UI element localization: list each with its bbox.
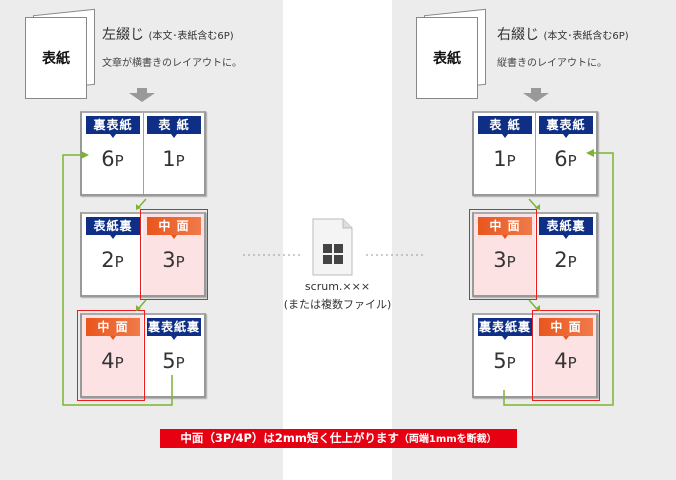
page-number: 5P [143, 349, 204, 373]
trim-highlight [469, 209, 537, 300]
page-unit: P [175, 152, 185, 170]
booklet-icon: 表紙 [416, 17, 478, 99]
title-text: 左綴じ [102, 27, 144, 43]
title-note: (本文･表紙含む6P) [148, 31, 234, 42]
right-title: 右綴じ (本文･表紙含む6P) [497, 24, 629, 44]
page-num: 5 [162, 349, 176, 373]
page-unit: P [114, 152, 124, 170]
page-5: 裏表紙裏 5P [143, 315, 204, 396]
page-unit: P [114, 354, 124, 372]
page-3: 中 面 3P [143, 214, 204, 295]
page-num: 6 [101, 147, 115, 171]
page-tag: 表紙裏 [86, 217, 140, 239]
page-num: 2 [554, 248, 568, 272]
page-unit: P [506, 354, 516, 372]
page-4: 中 面 4P [82, 315, 143, 396]
page-tag: 表紙裏 [539, 217, 593, 239]
page-tag: 中 面 [478, 217, 532, 239]
page-number: 2P [535, 248, 596, 272]
page-num: 4 [101, 349, 115, 373]
trim-notice-banner: 中面（3P/4P）は2mm短く仕上がります（両端1mmを断裁） [160, 429, 517, 448]
page-tag: 表 紙 [478, 116, 532, 138]
page-number: 6P [535, 147, 596, 171]
page-6: 裏表紙 6P [535, 113, 596, 194]
page-tag: 中 面 [147, 217, 201, 239]
page-tag: 裏表紙裏 [478, 318, 532, 340]
title-note: (本文･表紙含む6P) [543, 31, 629, 42]
page-2: 表紙裏 2P [82, 214, 143, 295]
trim-highlight [77, 310, 145, 401]
page-number: 5P [474, 349, 535, 373]
page-unit: P [567, 354, 577, 372]
page-unit: P [114, 253, 124, 271]
page-3: 中 面 3P [474, 214, 535, 295]
page-tag: 中 面 [86, 318, 140, 340]
page-num: 1 [493, 147, 507, 171]
page-1: 表 紙 1P [474, 113, 535, 194]
banner-main: 中面（3P/4P）は2mm短く仕上がります [180, 431, 399, 445]
booklet-icon: 表紙 [25, 17, 87, 99]
right-desc: 縦書きのレイアウトに。 [497, 58, 607, 69]
page-unit: P [175, 253, 185, 271]
page-num: 1 [162, 147, 176, 171]
page-number: 4P [82, 349, 143, 373]
page-number: 6P [82, 147, 143, 171]
page-6: 裏表紙 6P [82, 113, 143, 194]
page-unit: P [567, 253, 577, 271]
page-num: 6 [554, 147, 568, 171]
down-arrow-head [523, 93, 549, 102]
fold-line [535, 113, 536, 194]
page-tag: 裏表紙 [539, 116, 593, 138]
page-tag: 裏表紙 [86, 116, 140, 138]
page-num: 4 [554, 349, 568, 373]
page-tag: 表 紙 [147, 116, 201, 138]
down-arrow-head [129, 93, 155, 102]
page-num: 5 [493, 349, 507, 373]
left-title: 左綴じ (本文･表紙含む6P) [102, 24, 234, 44]
file-icon [312, 218, 353, 276]
page-unit: P [567, 152, 577, 170]
trim-highlight [140, 209, 208, 300]
page-num: 3 [162, 248, 176, 272]
page-unit: P [506, 253, 516, 271]
file-note: (または複数ファイル) [283, 298, 392, 311]
title-text: 右綴じ [497, 27, 539, 43]
page-2: 表紙裏 2P [535, 214, 596, 295]
down-arrow-icon [531, 88, 541, 93]
page-number: 1P [143, 147, 204, 171]
page-number: 2P [82, 248, 143, 272]
booklet-label: 表紙 [433, 51, 461, 67]
trim-highlight [532, 310, 600, 401]
banner-note: （両端1mmを断裁） [398, 434, 497, 445]
page-1: 表 紙 1P [143, 113, 204, 194]
fold-line [143, 113, 144, 194]
page-number: 4P [535, 349, 596, 373]
page-number: 3P [143, 248, 204, 272]
left-desc: 文章が横書きのレイアウトに。 [102, 58, 242, 69]
page-num: 2 [101, 248, 115, 272]
page-tag: 裏表紙裏 [147, 318, 201, 340]
page-4: 中 面 4P [535, 315, 596, 396]
page-number: 1P [474, 147, 535, 171]
page-num: 3 [493, 248, 507, 272]
page-tag: 中 面 [539, 318, 593, 340]
page-number: 3P [474, 248, 535, 272]
down-arrow-icon [137, 88, 147, 93]
booklet-label: 表紙 [42, 51, 70, 67]
page-unit: P [506, 152, 516, 170]
page-unit: P [175, 354, 185, 372]
file-name: scrum.××× [304, 280, 371, 293]
page-5: 裏表紙裏 5P [474, 315, 535, 396]
